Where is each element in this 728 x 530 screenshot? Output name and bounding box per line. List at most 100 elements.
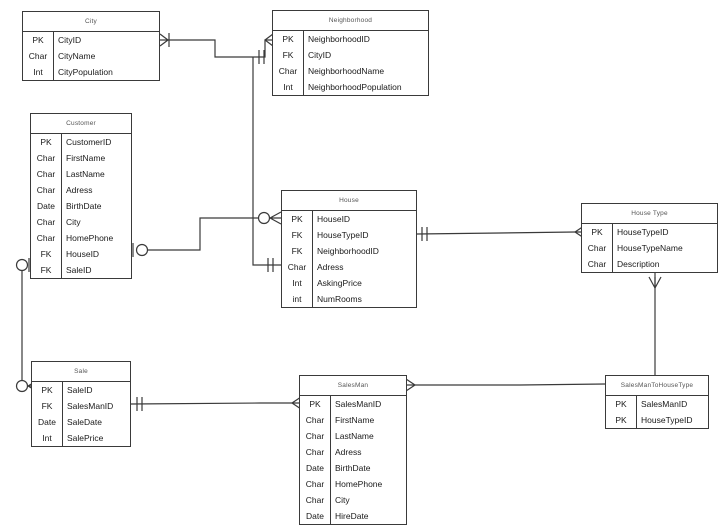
- attribute-row[interactable]: Char FirstName: [31, 150, 131, 166]
- entity-salesman[interactable]: SalesMan PK SalesManID Char FirstName Ch…: [299, 375, 407, 525]
- entity-title-salesman: SalesMan: [300, 376, 406, 396]
- attribute-name: SaleDate: [67, 417, 102, 427]
- attribute-name: HouseTypeName: [617, 243, 683, 253]
- attribute-key: PK: [23, 32, 54, 48]
- attribute-row[interactable]: FK HouseID: [31, 246, 131, 262]
- attribute-key: Date: [300, 460, 331, 476]
- entity-sale[interactable]: Sale PK SaleID FK SalesManID Date SaleDa…: [31, 361, 131, 447]
- attribute-name: HouseTypeID: [617, 227, 669, 237]
- attribute-name: City: [66, 217, 81, 227]
- attribute-row[interactable]: PK SalesManID: [606, 396, 708, 412]
- attribute-row[interactable]: Int CityPopulation: [23, 64, 159, 80]
- attribute-row[interactable]: Date HireDate: [300, 508, 406, 524]
- entity-house-type[interactable]: House Type PK HouseTypeID Char HouseType…: [581, 203, 718, 273]
- attribute-name: SalePrice: [67, 433, 104, 443]
- attribute-row[interactable]: Char HomePhone: [300, 476, 406, 492]
- attribute-name: Adress: [66, 185, 93, 195]
- entity-customer[interactable]: Customer PK CustomerID Char FirstName Ch…: [30, 113, 132, 279]
- attribute-row[interactable]: Int AskingPrice: [282, 275, 416, 291]
- attribute-row[interactable]: Int NeighborhoodPopulation: [273, 79, 428, 95]
- attribute-row[interactable]: Char HomePhone: [31, 230, 131, 246]
- attribute-row[interactable]: Date SaleDate: [32, 414, 130, 430]
- attribute-row[interactable]: FK SalesManID: [32, 398, 130, 414]
- attribute-row[interactable]: Char City: [300, 492, 406, 508]
- attribute-row[interactable]: Char HouseTypeName: [582, 240, 717, 256]
- attribute-key: FK: [32, 398, 63, 414]
- attribute-row[interactable]: Int SalePrice: [32, 430, 130, 446]
- attribute-key: PK: [606, 396, 637, 412]
- attribute-key: Char: [282, 259, 313, 275]
- attribute-name: NeighborhoodID: [308, 34, 370, 44]
- attribute-key: Char: [31, 182, 62, 198]
- attribute-key: Date: [300, 508, 331, 524]
- attribute-key: Date: [31, 198, 62, 214]
- attribute-row[interactable]: PK CustomerID: [31, 134, 131, 150]
- attribute-row[interactable]: Char LastName: [31, 166, 131, 182]
- attribute-row[interactable]: PK HouseTypeID: [582, 224, 717, 240]
- connector-neighborhood-house: [252, 57, 281, 266]
- attribute-name: NeighborhoodID: [317, 246, 379, 256]
- attribute-name: SalesManID: [335, 399, 382, 409]
- entity-title-neighborhood: Neighborhood: [273, 11, 428, 31]
- attribute-key: Char: [300, 428, 331, 444]
- crowfoot-city: [159, 33, 169, 47]
- attribute-name: CustomerID: [66, 137, 112, 147]
- attribute-row[interactable]: Char CityName: [23, 48, 159, 64]
- attribute-name: HouseTypeID: [317, 230, 369, 240]
- attribute-key: Date: [32, 414, 63, 430]
- attribute-row[interactable]: FK NeighborhoodID: [282, 243, 416, 259]
- attribute-row[interactable]: PK NeighborhoodID: [273, 31, 428, 47]
- attribute-row[interactable]: PK HouseID: [282, 211, 416, 227]
- attribute-key: Char: [31, 166, 62, 182]
- attribute-row[interactable]: Char Description: [582, 256, 717, 272]
- attribute-name: LastName: [335, 431, 374, 441]
- crowfoot-neighborhood: [264, 33, 274, 47]
- attribute-key: Int: [23, 64, 54, 80]
- attribute-row[interactable]: Char LastName: [300, 428, 406, 444]
- connector-customer-house: [148, 217, 262, 251]
- optional-circle-customer-saleid: [15, 258, 29, 272]
- attribute-row[interactable]: PK SaleID: [32, 382, 130, 398]
- attribute-row[interactable]: Char Adress: [31, 182, 131, 198]
- attribute-key: FK: [282, 227, 313, 243]
- entity-neighborhood[interactable]: Neighborhood PK NeighborhoodID FK CityID…: [272, 10, 429, 96]
- attribute-row[interactable]: Char City: [31, 214, 131, 230]
- attribute-name: City: [335, 495, 350, 505]
- attribute-row[interactable]: Char FirstName: [300, 412, 406, 428]
- attribute-name: HireDate: [335, 511, 369, 521]
- attribute-row[interactable]: FK HouseTypeID: [282, 227, 416, 243]
- attribute-row[interactable]: PK SalesManID: [300, 396, 406, 412]
- attribute-key: FK: [273, 47, 304, 63]
- attribute-name: HouseID: [317, 214, 351, 224]
- attribute-name: SaleID: [66, 265, 92, 275]
- attribute-row[interactable]: Char Adress: [300, 444, 406, 460]
- attribute-name: HouseTypeID: [641, 415, 693, 425]
- attribute-name: Adress: [317, 262, 344, 272]
- attribute-row[interactable]: Char NeighborhoodName: [273, 63, 428, 79]
- attribute-row[interactable]: Date BirthDate: [300, 460, 406, 476]
- connector-city-neighborhood: [168, 39, 272, 58]
- attribute-name: SaleID: [67, 385, 93, 395]
- attribute-name: HomePhone: [66, 233, 114, 243]
- attribute-row[interactable]: PK HouseTypeID: [606, 412, 708, 428]
- attribute-key: Int: [282, 275, 313, 291]
- entity-salesman-to-house-type[interactable]: SalesManToHouseType PK SalesManID PK Hou…: [605, 375, 709, 429]
- attribute-row[interactable]: Date BirthDate: [31, 198, 131, 214]
- entity-title-customer: Customer: [31, 114, 131, 134]
- attribute-key: Int: [32, 430, 63, 446]
- attribute-key: Char: [300, 476, 331, 492]
- attribute-name: FirstName: [66, 153, 106, 163]
- attribute-row[interactable]: FK SaleID: [31, 262, 131, 278]
- entity-house[interactable]: House PK HouseID FK HouseTypeID FK Neigh…: [281, 190, 417, 308]
- attribute-name: AskingPrice: [317, 278, 362, 288]
- attribute-key: Char: [31, 214, 62, 230]
- attribute-key: int: [282, 291, 313, 307]
- entity-city[interactable]: City PK CityID Char CityName Int CityPop…: [22, 11, 160, 81]
- crowfoot-house-pk: [269, 211, 282, 225]
- attribute-row[interactable]: FK CityID: [273, 47, 428, 63]
- attribute-row[interactable]: PK CityID: [23, 32, 159, 48]
- attribute-row[interactable]: Char Adress: [282, 259, 416, 275]
- connector-house-housetype: [416, 231, 576, 235]
- attribute-row[interactable]: int NumRooms: [282, 291, 416, 307]
